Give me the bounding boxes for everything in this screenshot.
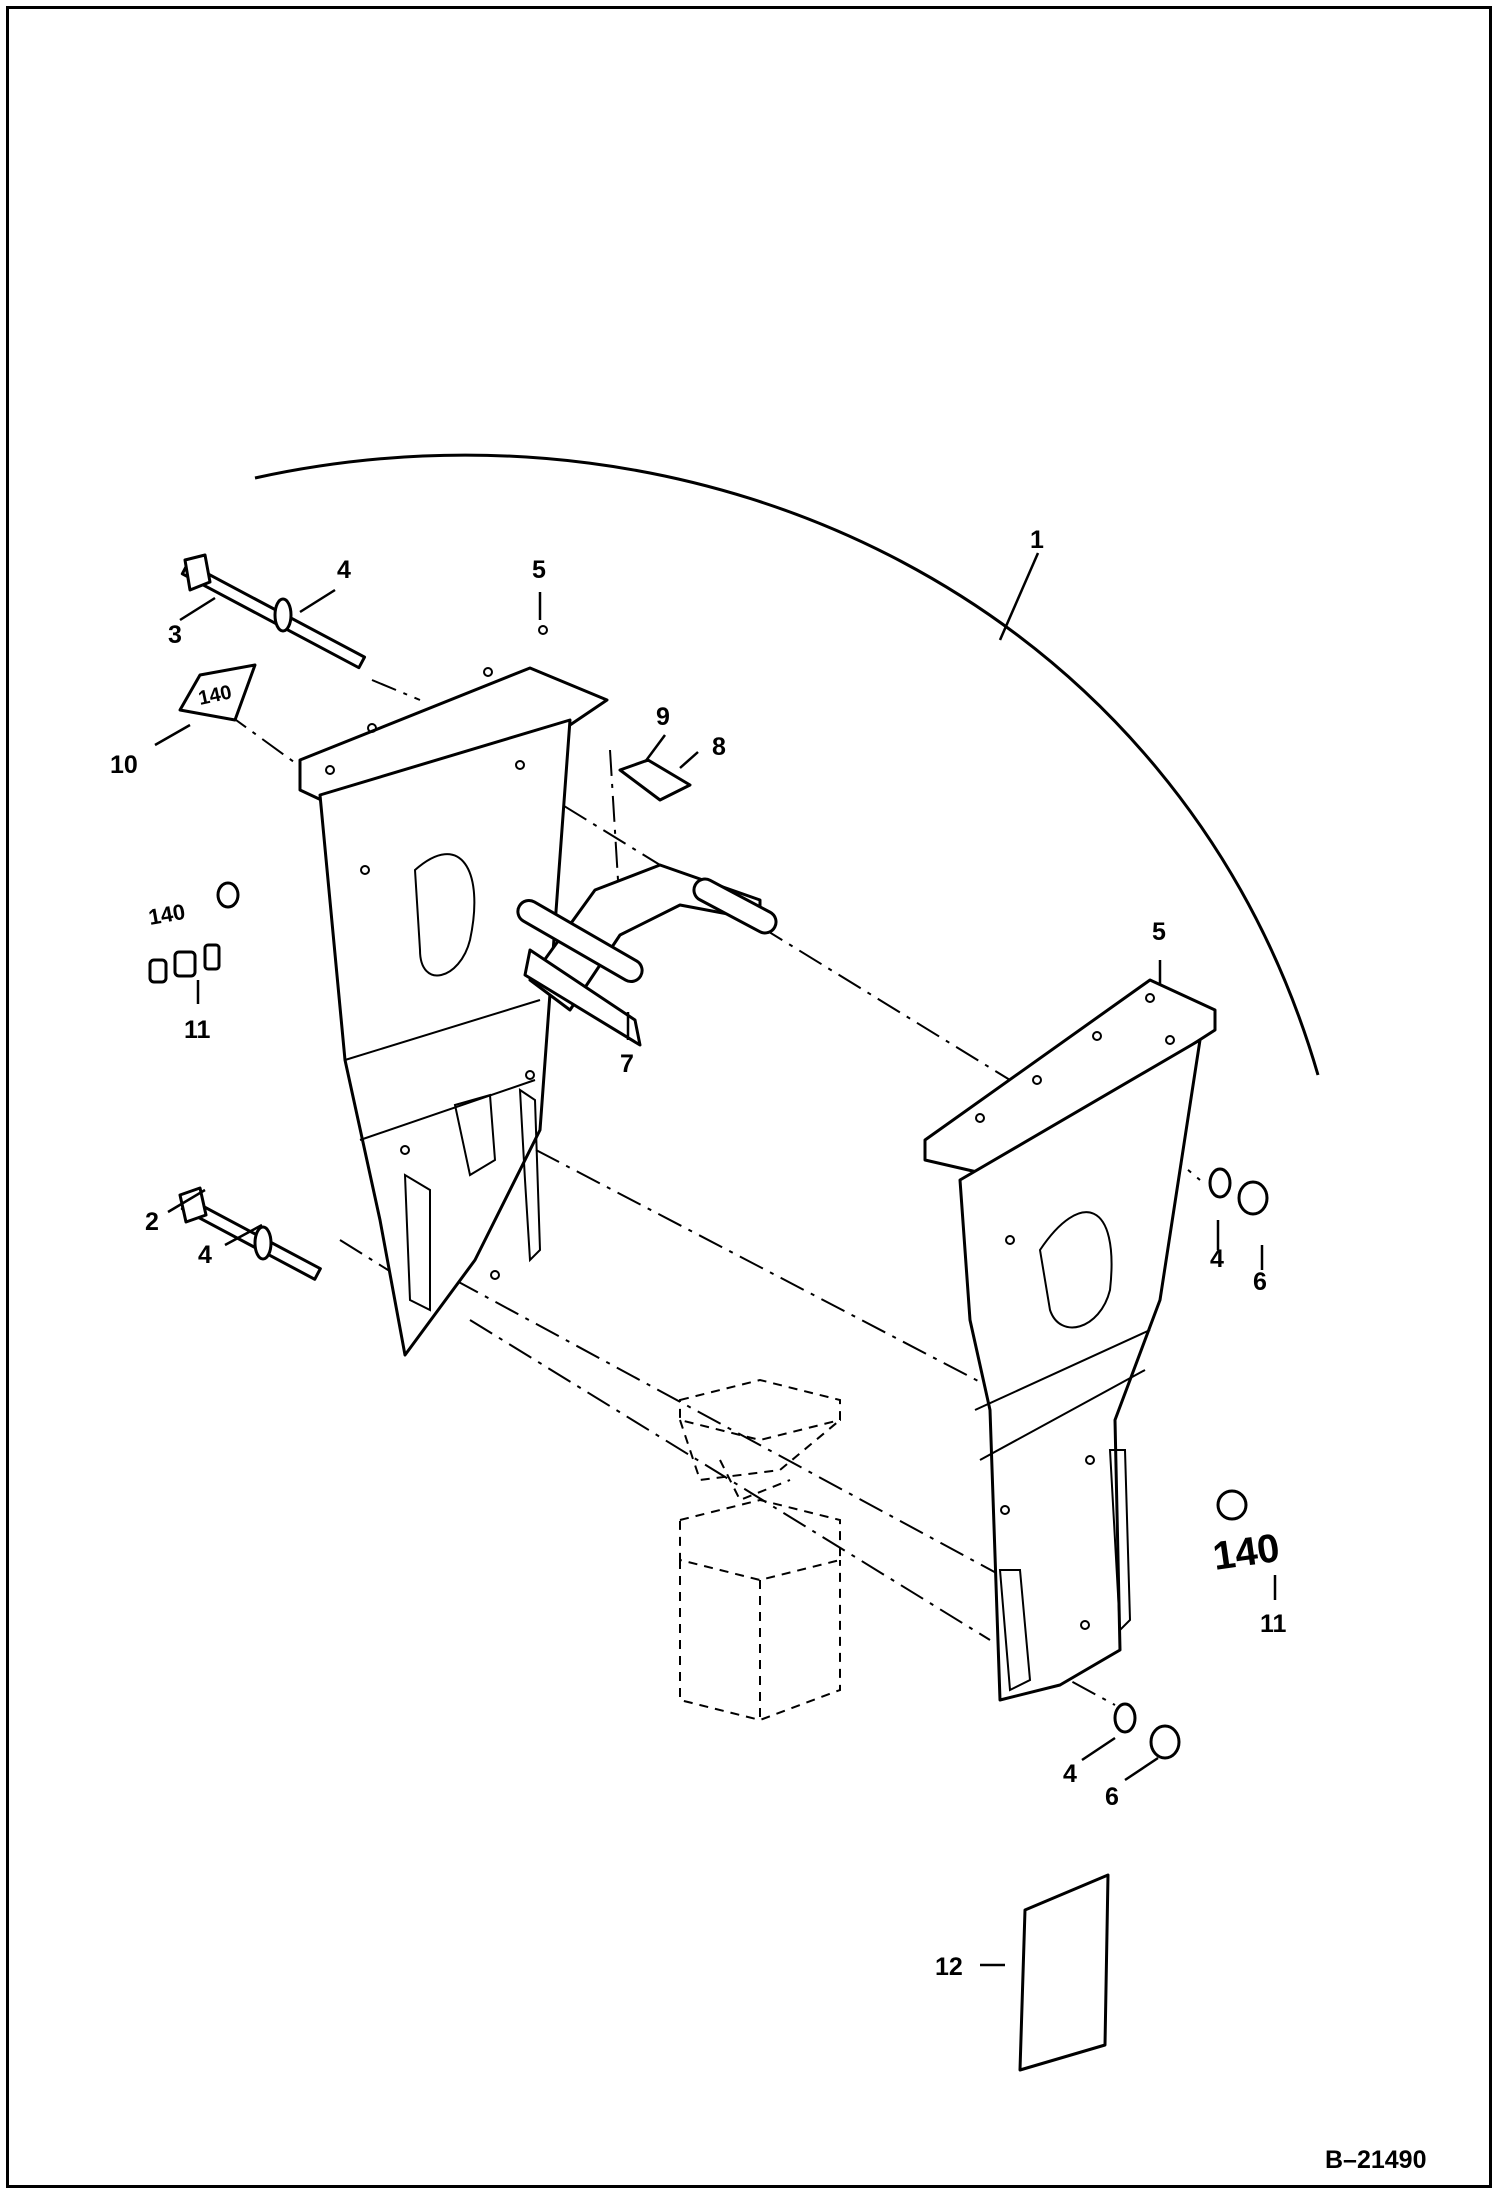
cross-pin-assembly: [516, 863, 778, 1047]
small-plate: [618, 758, 692, 802]
leader-lines: [154, 552, 1277, 1967]
decal-text-right: 140: [1210, 1526, 1282, 1579]
callout-4-right-upper: 4: [1210, 1245, 1224, 1273]
callout-5-left: 5: [532, 556, 546, 584]
callout-2: 2: [145, 1208, 159, 1236]
housing-arc: [254, 453, 1320, 1076]
nuts-right: [1113, 1167, 1269, 1760]
callout-4-upper: 4: [337, 556, 351, 584]
decal-set-left: 140: [147, 881, 240, 984]
sheet-12: [1018, 1873, 1110, 2072]
figure-code: B–21490: [1325, 2146, 1426, 2174]
phantom-block: [679, 1378, 841, 1722]
callout-4-right-lower: 4: [1063, 1760, 1077, 1788]
callout-11-left: 11: [184, 1016, 211, 1044]
callout-5-right: 5: [1152, 918, 1166, 946]
diagram-frame: [6, 6, 1492, 2188]
callout-7: 7: [620, 1050, 634, 1078]
callout-9: 9: [656, 703, 670, 731]
right-mount-bracket: [923, 978, 1217, 1702]
decal-set-right: 140: [1210, 1489, 1282, 1579]
callout-8: 8: [712, 733, 726, 761]
decal-text-left: 140: [147, 899, 188, 930]
callout-3: 3: [168, 621, 182, 649]
callout-6-right-lower: 6: [1105, 1783, 1119, 1811]
callout-4-lower-left: 4: [198, 1241, 212, 1269]
bolt-lower: [178, 1186, 322, 1281]
left-mount-bracket: [298, 625, 609, 1357]
callout-10: 10: [110, 751, 138, 779]
callout-1: 1: [1030, 526, 1044, 554]
decal-plate-10: 140: [178, 663, 257, 722]
callout-12: 12: [935, 1953, 963, 1981]
callout-11-right: 11: [1260, 1610, 1287, 1638]
callout-6-right-upper: 6: [1253, 1268, 1267, 1296]
bolt-upper: [180, 553, 367, 670]
